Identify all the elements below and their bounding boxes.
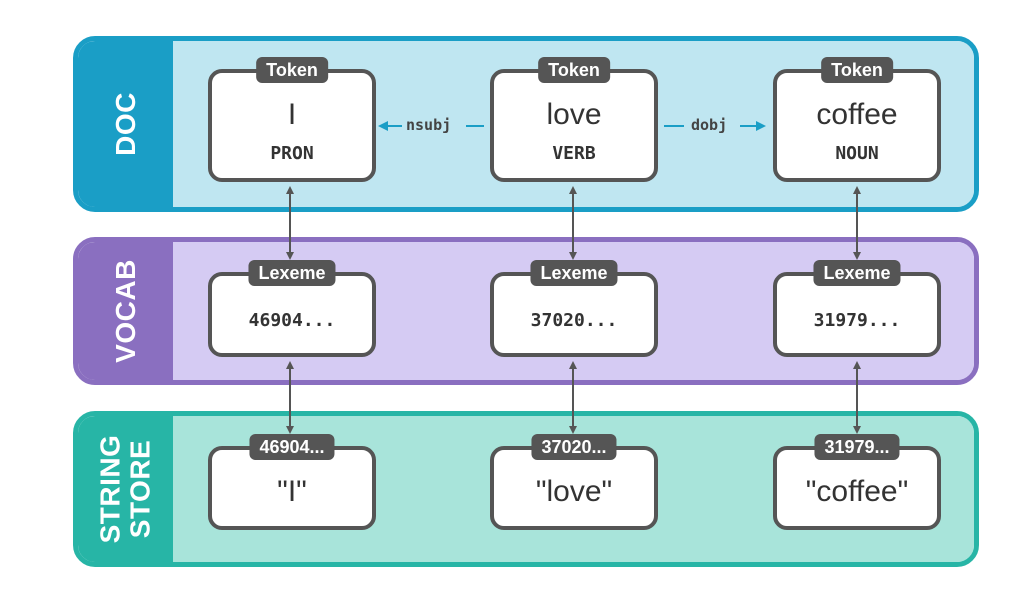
vocab-band-label: VOCAB [78,242,173,380]
lexeme-tag-3: Lexeme [813,260,901,286]
lexeme-node-1: Lexeme 46904... [208,260,376,357]
lexeme-node-3: Lexeme 31979... [773,260,941,357]
doc-band-label: DOC [78,41,173,207]
dep-label-dobj: dobj [688,116,731,134]
string-text-2: "love" [535,475,613,508]
dep-label-nsubj: nsubj [403,116,455,134]
string-text-1: "I" [277,475,307,508]
token-tag-3: Token [821,57,893,83]
string-node-1: 46904... "I" [208,434,376,530]
string-text-3: "coffee" [805,475,909,508]
token-text-2: love [546,98,602,131]
string-hash-tag-3: 31979... [814,434,900,460]
doc-label-text: DOC [109,92,141,156]
token-text-1: I [287,98,297,131]
string-node-2: 37020... "love" [490,434,658,530]
vocab-label-text: VOCAB [109,259,141,363]
token-tag-1: Token [256,57,328,83]
string-store-band-label: STRING STORE [78,416,173,562]
token-text-3: coffee [816,98,898,131]
token-node-3: Token coffee NOUN [773,57,941,182]
lexeme-id-1: 46904... [248,310,336,331]
string-node-3: 31979... "coffee" [773,434,941,530]
token-tag-2: Token [538,57,610,83]
string-hash-tag-2: 37020... [531,434,617,460]
lexeme-id-3: 31979... [813,310,901,331]
token-pos-1: PRON [270,143,314,164]
token-pos-3: NOUN [835,143,879,164]
token-node-1: Token I PRON [208,57,376,182]
lexeme-node-2: Lexeme 37020... [490,260,658,357]
lexeme-tag-2: Lexeme [530,260,618,286]
lexeme-id-2: 37020... [530,310,618,331]
string-store-label-text: STRING STORE [94,434,156,544]
token-node-2: Token love VERB [490,57,658,182]
token-pos-2: VERB [552,143,596,164]
string-hash-tag-1: 46904... [249,434,335,460]
lexeme-tag-1: Lexeme [248,260,336,286]
